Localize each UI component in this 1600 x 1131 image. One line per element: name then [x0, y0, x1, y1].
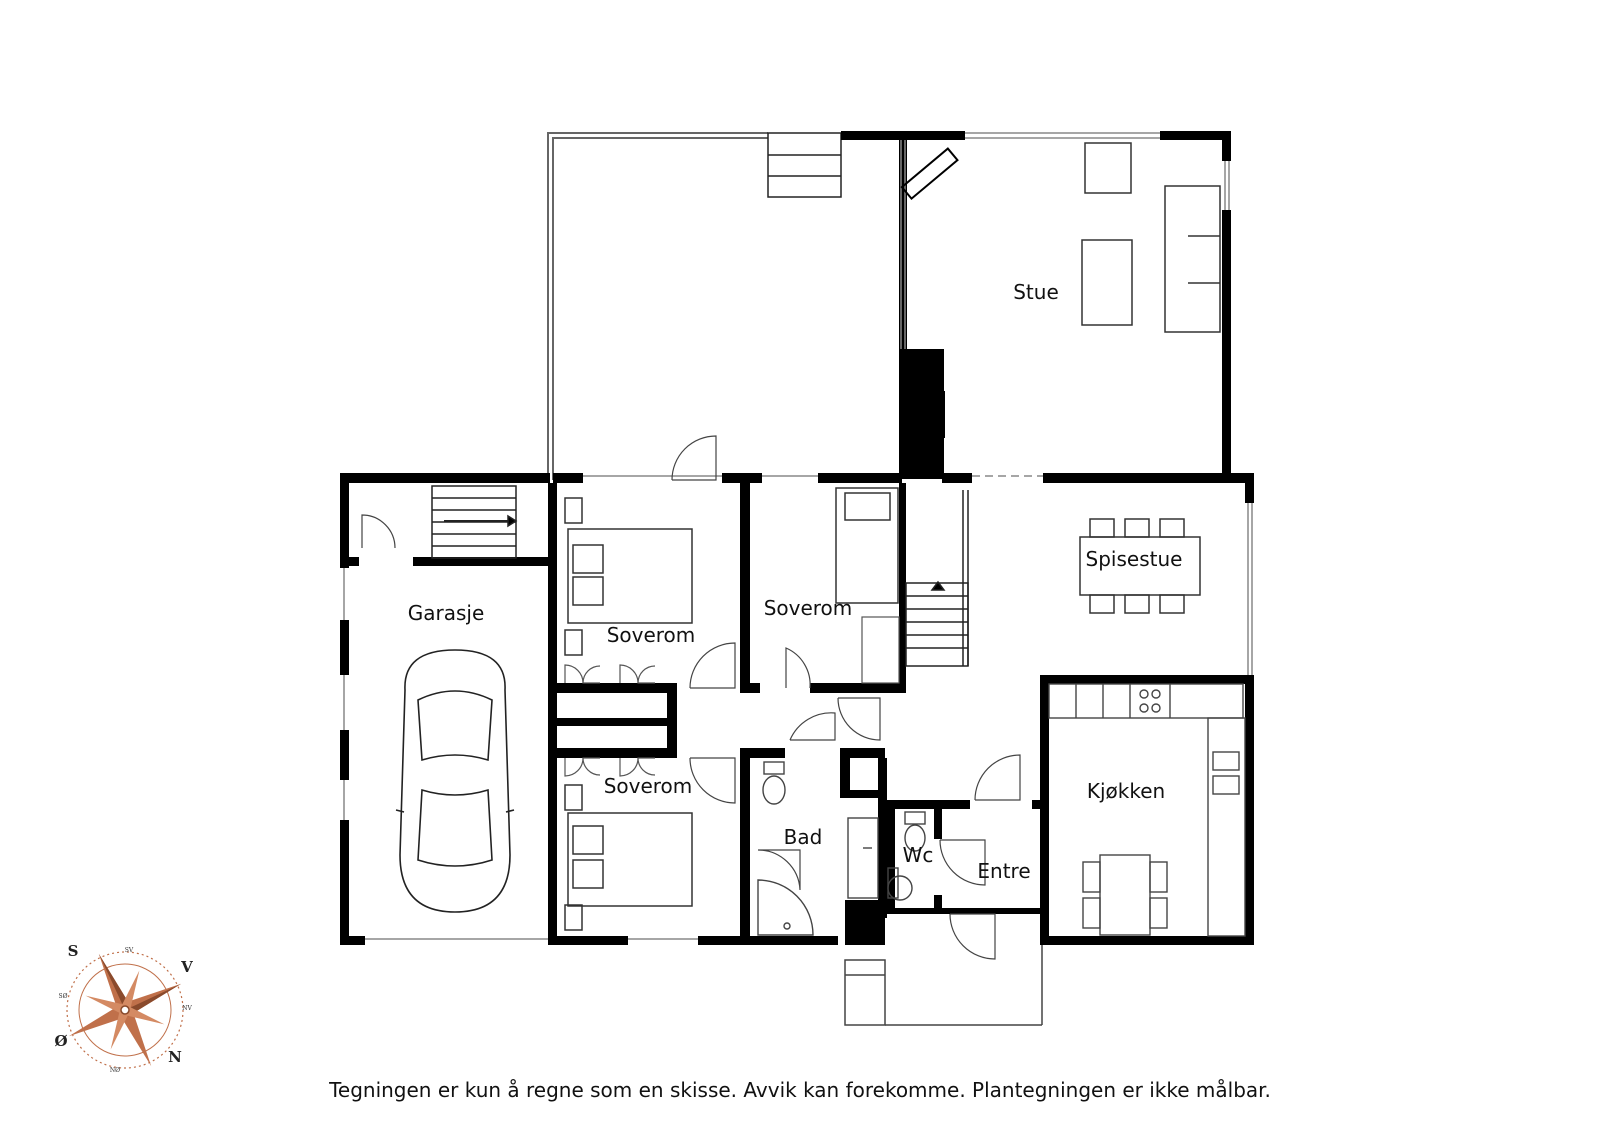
compass-north: N [168, 1048, 182, 1066]
room-labels: Stue Spisestue Garasje Soverom Soverom S… [408, 280, 1183, 883]
wardrobes [564, 616, 900, 777]
terrace-outline [547, 132, 768, 480]
stairs-garage [431, 485, 518, 559]
label-stue: Stue [1013, 280, 1059, 304]
compass-se: SØ [58, 993, 67, 1000]
compass-south: S [68, 942, 79, 960]
living-furniture [1081, 142, 1221, 333]
kitchen-fixtures [1048, 683, 1246, 937]
label-wc: Wc [903, 843, 934, 867]
label-spisestue: Spisestue [1086, 547, 1183, 571]
outdoor-steps [767, 132, 842, 198]
sliding-door [900, 140, 906, 349]
label-kjokken: Kjøkken [1087, 779, 1165, 803]
compass-sw: SV [125, 947, 134, 954]
bathroom-fixtures [757, 761, 926, 936]
disclaimer-text: Tegningen er kun å regne som en skisse. … [329, 1078, 1271, 1102]
windows [343, 132, 1253, 940]
compass-nv: NV [182, 1005, 192, 1012]
stairs-hall [905, 490, 969, 667]
label-garasje: Garasje [408, 601, 485, 625]
exterior-walls [340, 131, 1254, 945]
compass-east: Ø [54, 1032, 67, 1050]
compass: N S Ø V SV NV SØ NØ [54, 942, 193, 1074]
compass-west: V [180, 958, 193, 976]
label-entre: Entre [977, 859, 1030, 883]
car [395, 649, 515, 913]
label-soverom-2: Soverom [764, 596, 853, 620]
doors [361, 435, 1021, 960]
label-bad: Bad [784, 825, 823, 849]
fireplace [903, 391, 945, 438]
label-soverom-3: Soverom [604, 774, 693, 798]
entrance-steps [844, 945, 1043, 1026]
compass-no: NØ [110, 1067, 120, 1074]
stove-bench [900, 147, 959, 201]
interior-walls [349, 483, 1048, 936]
beds [564, 487, 899, 931]
label-soverom-1: Soverom [607, 623, 696, 647]
dining-table [1079, 518, 1201, 614]
